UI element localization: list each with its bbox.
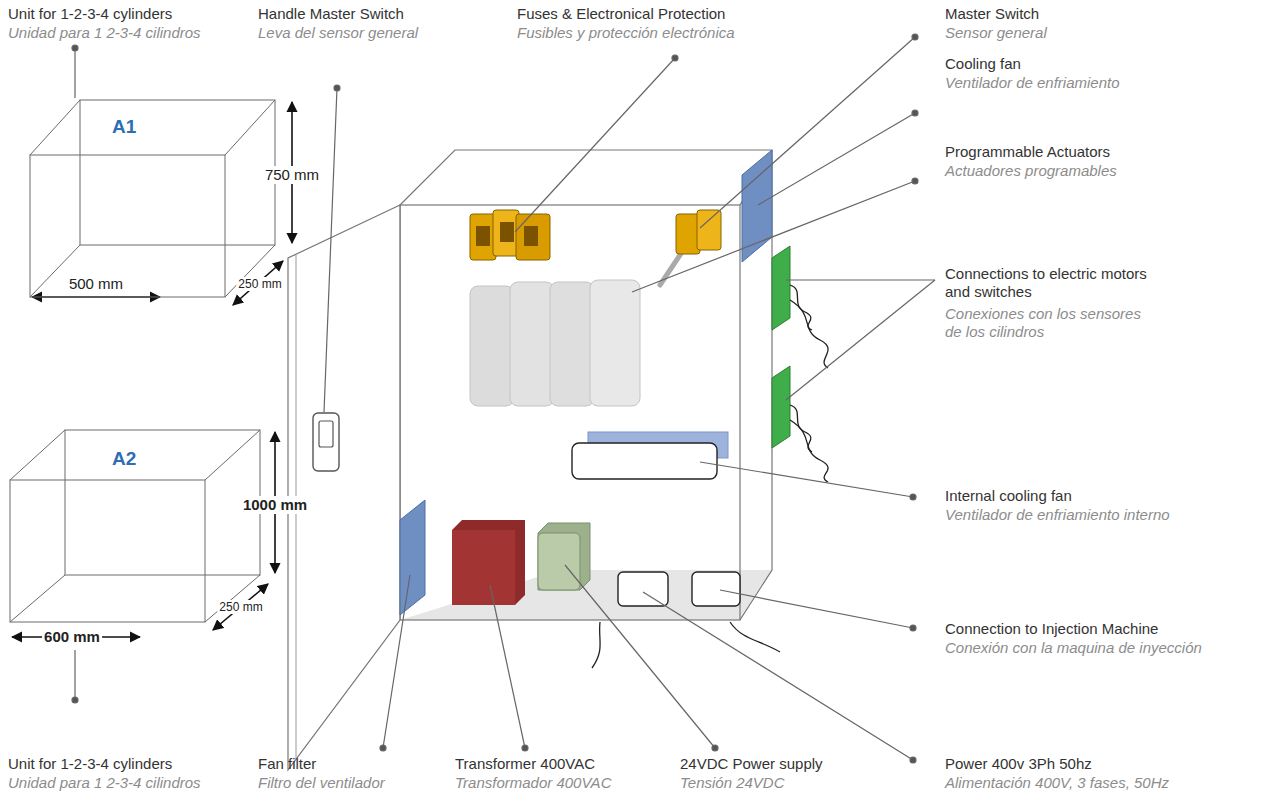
leader-lines <box>72 34 935 763</box>
part-name: Power 400v 3Ph 50hz <box>945 755 1092 773</box>
dimension: 250 mm <box>236 277 283 291</box>
box-outline <box>20 95 285 307</box>
dimension-arrows <box>12 102 292 637</box>
dimension: 250 mm <box>217 600 264 614</box>
part-name: Unit for 1-2-3-4 cylinders <box>8 755 172 773</box>
part-name-es: Leva del sensor general <box>258 24 418 42</box>
part-name-es: Actuadores programables <box>945 162 1117 180</box>
dimension: 600 mm <box>42 628 102 646</box>
part-name: Handle Master Switch <box>258 5 404 23</box>
part-name: Connection to Injection Machine <box>945 620 1158 638</box>
dimension: 500 mm <box>67 275 125 293</box>
part-name-es: Unidad para 1 2-3-4 cilindros <box>8 774 201 792</box>
part-name: Master Switch <box>945 5 1039 23</box>
part-name-es: Unidad para 1 2-3-4 cilindros <box>8 24 201 42</box>
fuses <box>470 210 550 260</box>
part-name: 24VDC Power supply <box>680 755 823 773</box>
cooling-fan <box>742 150 772 262</box>
part-name-es: Fusibles y protección electrónica <box>517 24 735 42</box>
part-name: Programmable Actuators <box>945 143 1110 161</box>
part-name: Fuses & Electronical Protection <box>517 5 725 23</box>
dimension: 1000 mm <box>241 496 309 514</box>
part-name-es: Conexiones con los sensores de los cilin… <box>945 305 1145 341</box>
cabinet-size-box: A1 <box>20 95 285 307</box>
cabinet-door <box>288 205 400 770</box>
part-name-es: Tensión 24VDC <box>680 774 785 792</box>
part-name-es: Sensor general <box>945 24 1047 42</box>
part-name: Connections to electric motors and switc… <box>945 265 1160 301</box>
box-title: A1 <box>112 116 136 138</box>
motor-connections <box>772 246 828 482</box>
internal-cooling-fan <box>572 432 728 479</box>
box-title: A2 <box>112 448 136 470</box>
fan-filter <box>400 500 425 615</box>
part-name: Fan filter <box>258 755 316 773</box>
part-name-es: Filtro del ventilador <box>258 774 385 792</box>
dimension: 750 mm <box>263 166 321 184</box>
part-name-es: Conexión con la maquina de inyección <box>945 639 1202 657</box>
part-name-es: Transformador 400VAC <box>455 774 611 792</box>
part-name: Transformer 400VAC <box>455 755 595 773</box>
part-name: Unit for 1-2-3-4 cylinders <box>8 5 172 23</box>
part-name-es: Ventilador de enfriamiento <box>945 74 1120 92</box>
part-name-es: Alimentación 400V, 3 fases, 50Hz <box>945 774 1169 792</box>
master-switch <box>660 210 721 285</box>
part-name: Internal cooling fan <box>945 487 1072 505</box>
programmable-actuators <box>470 280 640 406</box>
cabinet-frame <box>400 150 772 620</box>
supply-wires <box>592 622 780 668</box>
part-name: Cooling fan <box>945 55 1021 73</box>
transformer <box>452 520 525 605</box>
sockets <box>618 572 740 606</box>
power-supply-24vdc <box>538 523 590 590</box>
part-name-es: Ventilador de enfriamiento interno <box>945 506 1170 524</box>
